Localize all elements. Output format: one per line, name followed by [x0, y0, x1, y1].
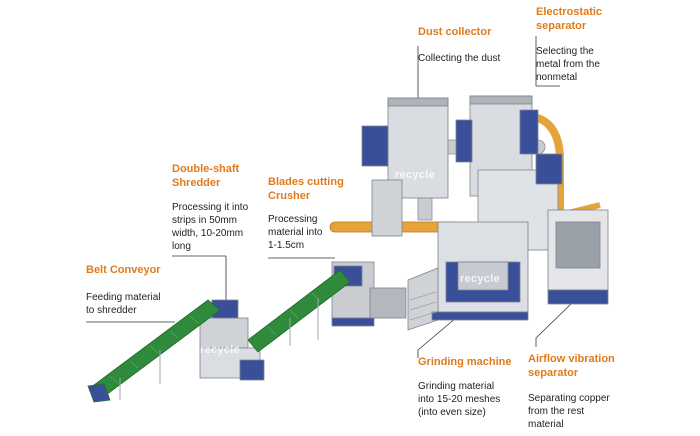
airflow-label-1: Airflow vibration: [528, 353, 615, 365]
shredder-desc-4: long: [172, 241, 191, 252]
shredder-label-2: Shredder: [172, 177, 221, 189]
watermark-1: recycle: [395, 169, 436, 181]
shredder-label-1: Double-shaft: [172, 163, 240, 175]
shredder-desc-2: strips in 50mm: [172, 215, 238, 226]
shredder-desc-3: width, 10-20mm: [172, 228, 244, 239]
dust-collector-label: Dust collector: [418, 26, 492, 38]
dust-collector-desc: Collecting the dust: [418, 53, 501, 64]
crusher-label-1: Blades cutting: [268, 176, 344, 188]
grinding-desc-3: (into even size): [418, 407, 486, 418]
airflow-label-2: separator: [528, 367, 579, 379]
airflow-desc-1: Separating copper: [528, 393, 610, 404]
crusher-desc-1: Processing: [268, 214, 318, 225]
airflow-desc-2: from the rest: [528, 406, 585, 417]
grinding-desc-2: into 15-20 meshes: [418, 394, 501, 405]
conveyor-desc-1: Feeding material: [86, 292, 161, 303]
conveyor-label: Belt Conveyor: [86, 264, 161, 276]
grinding-unit: [407, 221, 529, 331]
shredder-unit: [199, 299, 265, 381]
electrostatic-label-1: Electrostatic: [536, 6, 603, 18]
electrostatic-desc-2: metal from the: [536, 59, 600, 70]
grinding-desc-1: Grinding material: [418, 381, 495, 392]
electrostatic-label-2: separator: [536, 20, 587, 32]
crusher-desc-3: 1-1.5cm: [268, 240, 305, 251]
conveyor-desc-2: to shredder: [86, 305, 137, 316]
crusher-label-2: Crusher: [268, 190, 311, 202]
electrostatic-desc-1: Selecting the: [536, 46, 594, 57]
electrostatic-desc-3: nonmetal: [536, 72, 578, 83]
shredder-desc-1: Processing it into: [172, 202, 249, 213]
leader-airflow: [535, 299, 576, 339]
dust-collector-units: [361, 95, 539, 237]
grinding-label: Grinding machine: [418, 356, 512, 368]
watermark-2: recycle: [200, 344, 241, 356]
crusher-desc-2: material into: [268, 227, 323, 238]
belt-conveyors: [87, 269, 351, 403]
crusher-unit: [331, 261, 407, 327]
airflow-desc-3: material: [528, 419, 564, 430]
watermark-3: recycle: [460, 273, 501, 285]
